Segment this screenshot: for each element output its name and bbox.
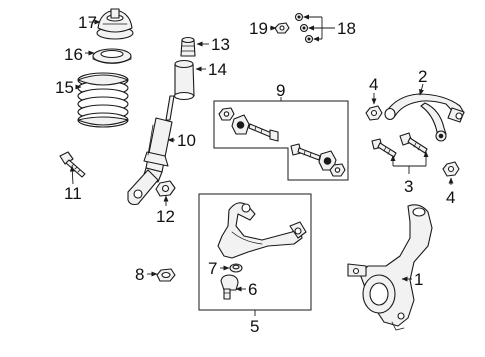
dust-boot	[173, 59, 195, 101]
ball-joint-boot	[229, 263, 243, 273]
callout-19: 19	[249, 19, 268, 38]
callout-4-upper: 4	[369, 75, 378, 94]
callout-3: 3	[404, 177, 413, 196]
callout-6: 6	[248, 280, 257, 299]
coil-spring	[77, 72, 129, 128]
upper-arm-bolts	[371, 132, 428, 158]
cam-bolt-left	[248, 123, 279, 142]
small-bolt-c	[304, 34, 314, 44]
callout-4-lower: 4	[446, 188, 455, 207]
lower-control-arm	[217, 202, 307, 259]
callout-16: 16	[64, 45, 83, 64]
cam-nut-right	[329, 163, 346, 177]
callout-14: 14	[208, 60, 227, 79]
steering-knuckle	[347, 204, 433, 331]
ball-joint	[220, 274, 239, 300]
hardware-kit-box	[213, 100, 349, 181]
callout-17: 17	[78, 13, 97, 32]
cam-nut-left	[218, 107, 235, 121]
callout-8: 8	[135, 265, 144, 284]
callout-2: 2	[418, 67, 427, 86]
small-bolt-b	[299, 23, 309, 33]
upper-strut-mount	[96, 8, 134, 40]
upper-control-arm	[384, 93, 465, 142]
callout-15: 15	[55, 78, 74, 97]
upper-nut	[365, 105, 383, 121]
cam-bolt-right	[290, 143, 321, 161]
ball-joint-nut	[156, 268, 176, 282]
callout-13: 13	[211, 35, 230, 54]
callout-18: 18	[337, 19, 356, 38]
callout-10: 10	[177, 131, 196, 150]
lower-nut	[442, 161, 460, 177]
callout-9: 9	[276, 81, 285, 100]
callouts-layer: 17 16 15 11 13 14 10 12 8 7 6 5	[55, 13, 455, 336]
callout-11: 11	[64, 184, 82, 203]
spring-insulator	[92, 48, 132, 64]
small-bolt-a	[294, 12, 304, 22]
callout-7: 7	[208, 259, 217, 278]
callout-1: 1	[414, 270, 423, 289]
strut-assembly	[127, 95, 175, 206]
hardware-kit-parts	[218, 107, 346, 177]
callout-12: 12	[156, 207, 175, 226]
strut-nut	[155, 180, 176, 197]
small-nut	[274, 22, 290, 34]
callout-5: 5	[250, 317, 259, 336]
fastener-group	[274, 12, 314, 44]
cam-washer-left	[231, 114, 250, 135]
strut-bolt	[59, 151, 86, 178]
bump-stop	[180, 36, 196, 57]
